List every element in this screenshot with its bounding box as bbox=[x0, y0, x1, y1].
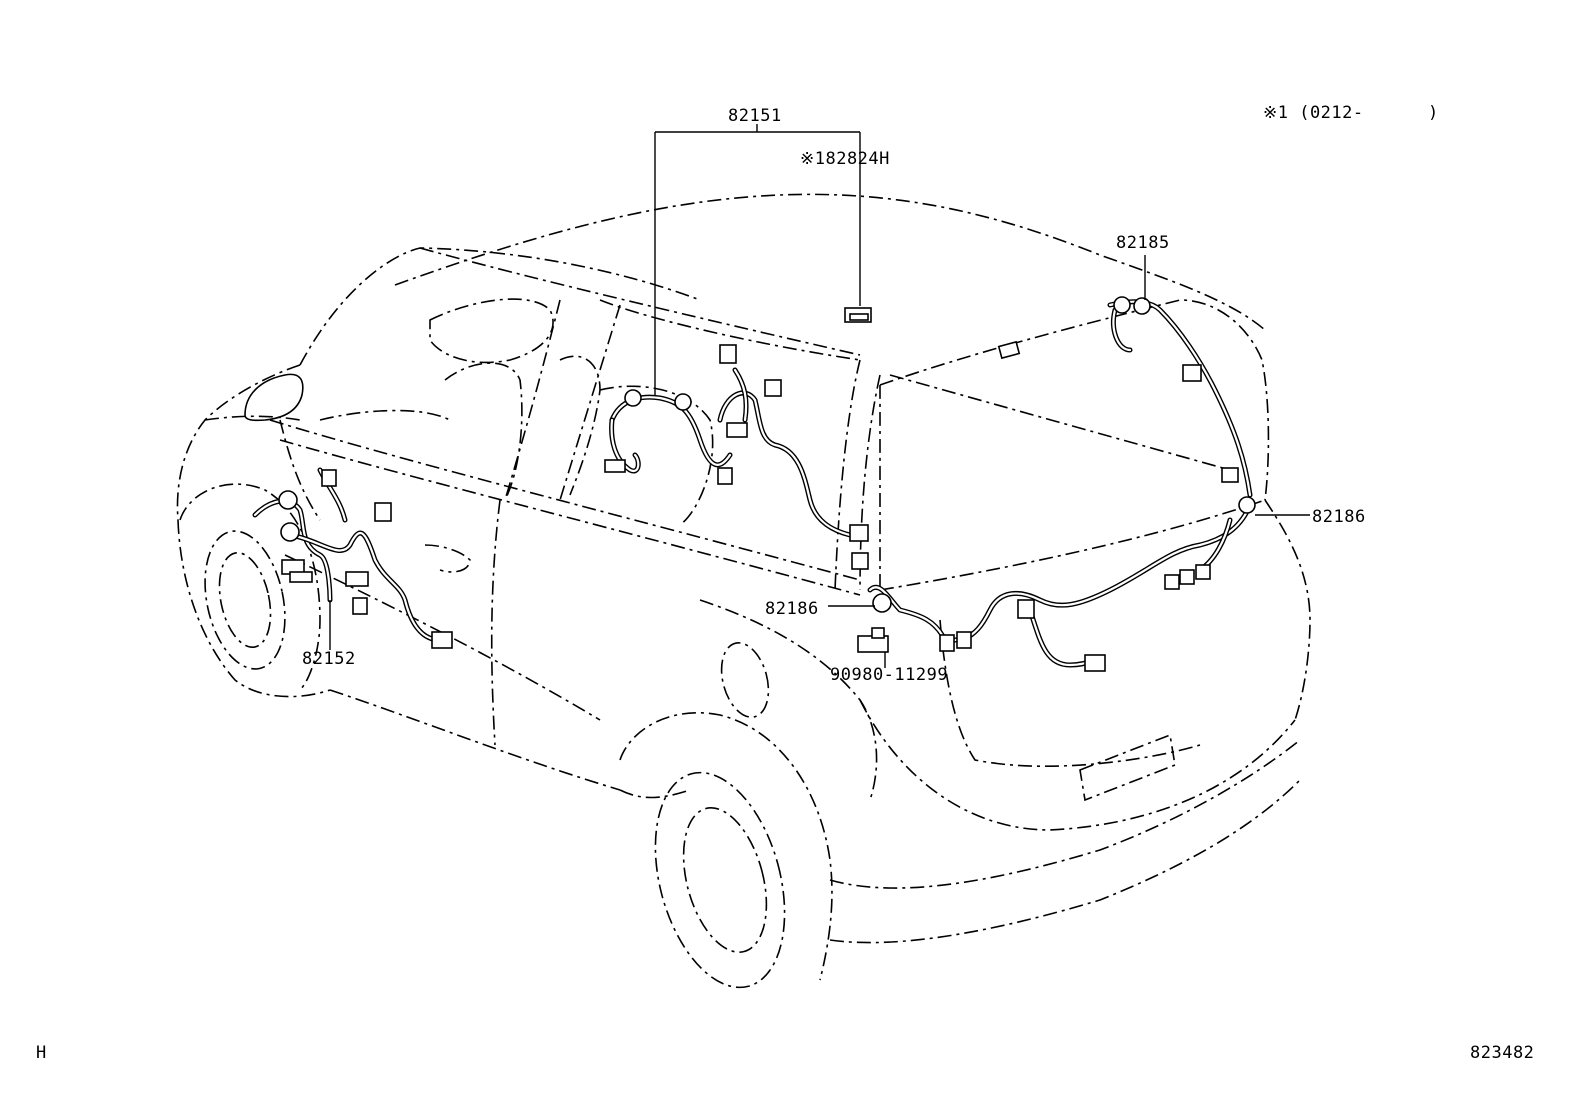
label-note-1: ※1 (0212- ) bbox=[1263, 103, 1439, 123]
label-182824h: ※182824H bbox=[800, 149, 890, 169]
label-82185: 82185 bbox=[1116, 233, 1170, 253]
label-82152: 82152 bbox=[302, 649, 356, 669]
harness-82151 bbox=[604, 344, 869, 570]
side-mirror bbox=[244, 373, 304, 422]
label-82186-right: 82186 bbox=[1312, 507, 1366, 527]
part-182824h bbox=[844, 307, 872, 323]
vehicle-body-outline bbox=[176, 193, 1311, 989]
label-90980-11299: 90980-11299 bbox=[830, 665, 948, 685]
diagram-number: 823482 bbox=[1470, 1043, 1534, 1063]
harness-82152 bbox=[252, 467, 453, 649]
harness-82186 bbox=[867, 496, 1256, 672]
corner-label-h: H bbox=[36, 1043, 47, 1063]
label-82186-center: 82186 bbox=[765, 599, 819, 619]
leader-lines bbox=[329, 124, 1310, 668]
harness-82185 bbox=[997, 296, 1253, 498]
connector-90980-11299 bbox=[857, 627, 889, 653]
label-82151: 82151 bbox=[728, 106, 782, 126]
